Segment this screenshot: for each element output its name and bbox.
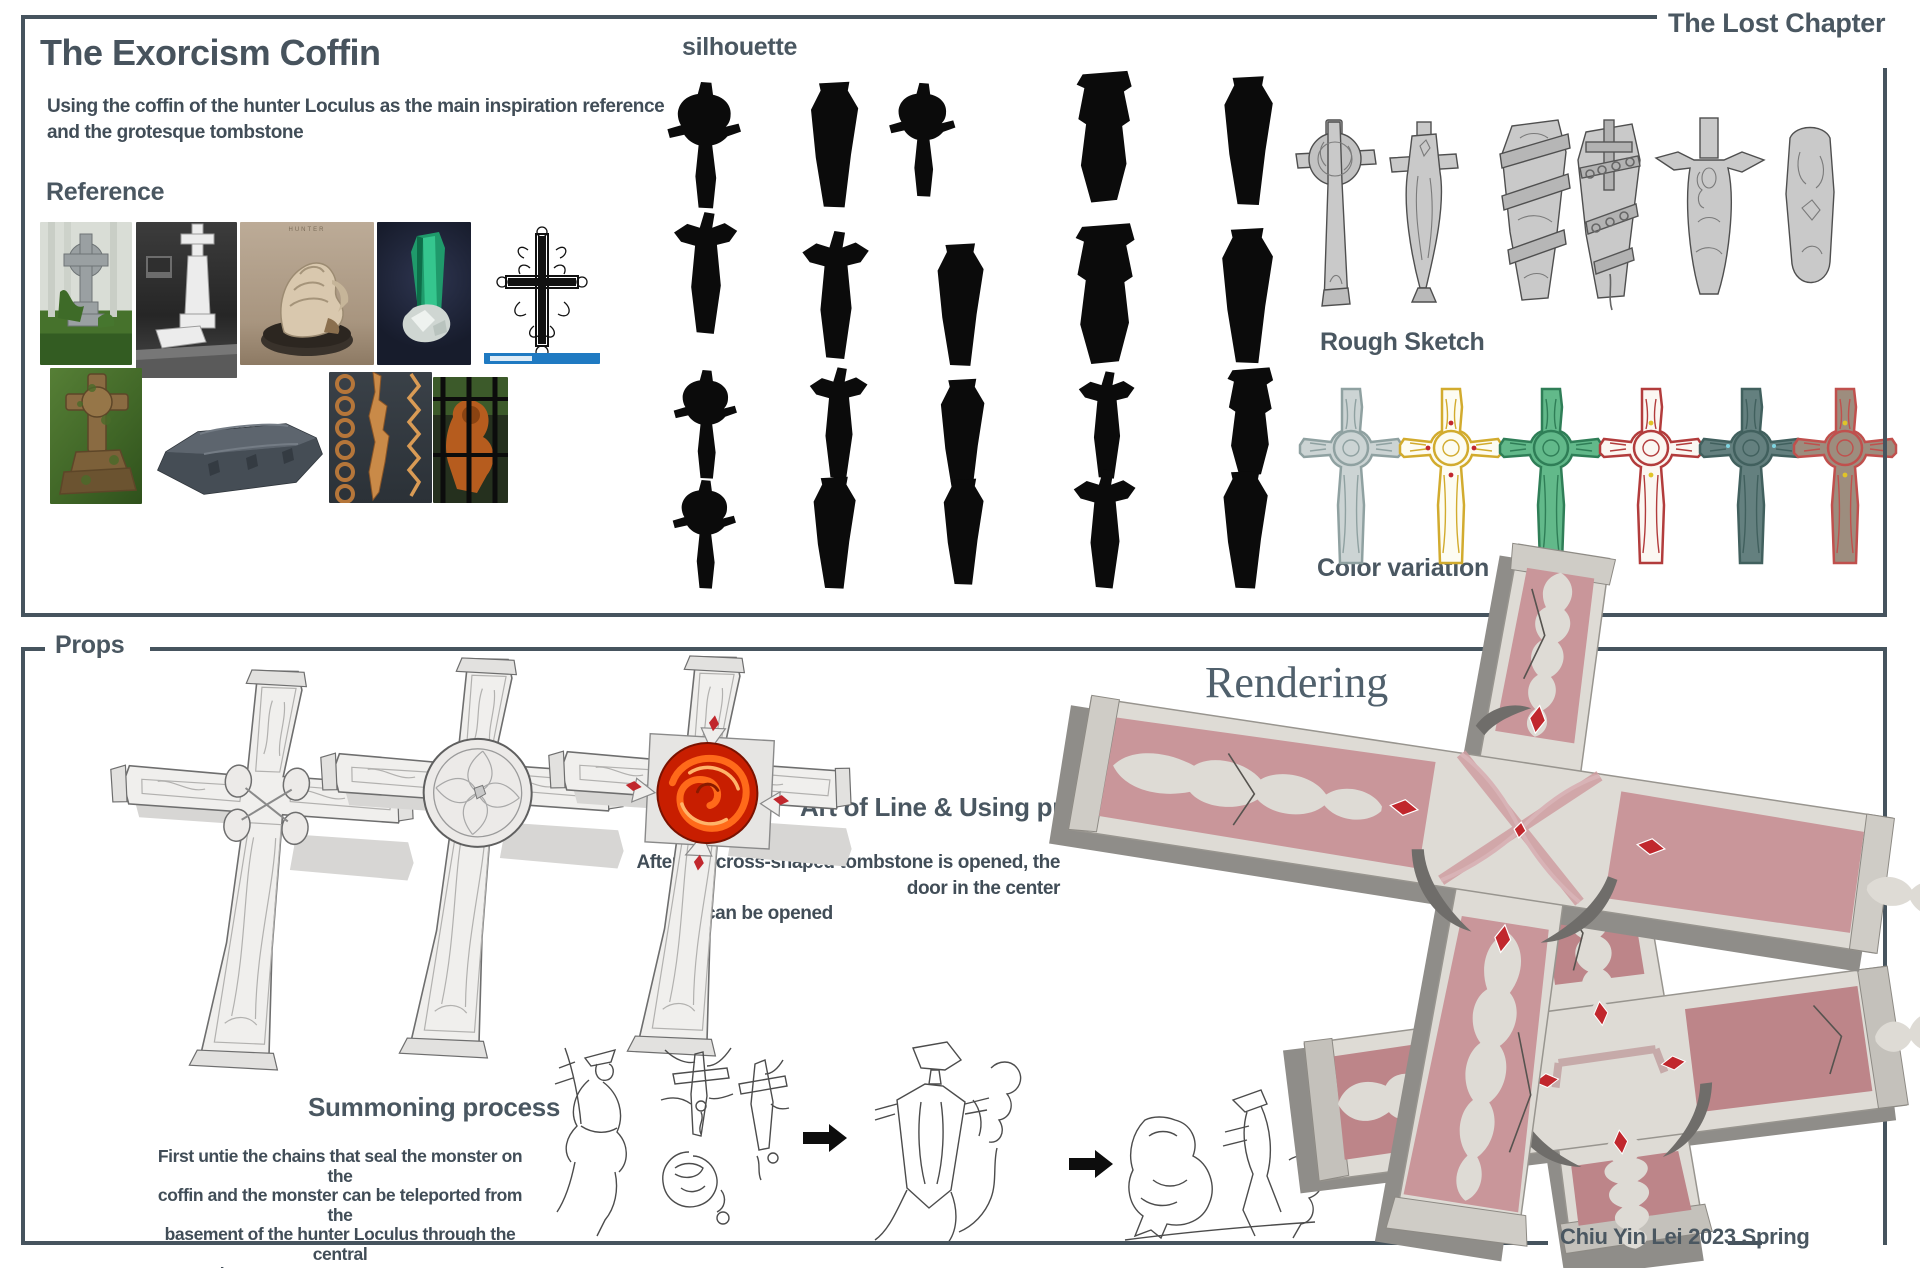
summoning-heading: Summoning process (308, 1092, 561, 1122)
variation-cross-silver (1298, 387, 1404, 565)
summoning-line-4: portal (178, 1264, 530, 1268)
props-box-border-bottom-a (21, 1241, 1548, 1245)
silhouette-label: silhouette (682, 33, 798, 61)
reference-image-celtic-cross (40, 222, 132, 365)
props-box-border-left (21, 647, 25, 1245)
top-box-border-bottom (21, 613, 1887, 617)
project-title: The Lost Chapter (1668, 8, 1886, 38)
variation-cross-slate (1698, 387, 1804, 565)
reference-image-gothic-coffin (146, 408, 328, 503)
description-line-2: and the grotesque tombstone (47, 121, 304, 143)
reference-image-mossy-cross (50, 368, 142, 504)
sketch-cross-chain-cluster (660, 1047, 790, 1225)
top-box-border-left (21, 15, 25, 617)
portal-gems (625, 715, 790, 871)
props-cross-stage-1 (75, 649, 436, 1080)
rendered-cross-back (1283, 846, 1920, 1268)
hunter-caption: HUNTER (288, 227, 326, 233)
rough-sketch-wrapped-coffin (1499, 119, 1571, 301)
reference-image-white-cross-tombstone (136, 222, 237, 378)
arrow-icon (803, 1124, 847, 1152)
reference-image-ornate-cross-drawing (484, 224, 600, 364)
summoning-line-2: coffin and the monster can be teleported… (157, 1185, 523, 1225)
arrow-icon (1069, 1150, 1113, 1178)
sketch-hunter-figure (554, 1047, 627, 1237)
silhouette-grid (667, 70, 1274, 589)
reference-image-chains (329, 372, 432, 503)
variation-cross-green (1498, 387, 1604, 565)
rough-sketch-rounded-slab (1785, 126, 1835, 284)
reference-label: Reference (46, 178, 165, 206)
page-title: The Exorcism Coffin (40, 32, 381, 73)
rough-sketch-pointed-cross (1389, 121, 1459, 303)
props-label: Props (55, 631, 125, 659)
sketch-shrouded-figure (874, 1041, 1022, 1245)
description-line-1: Using the coffin of the hunter Loculus a… (47, 96, 665, 117)
reference-image-emerald-crystal (377, 222, 471, 365)
rough-sketch-label: Rough Sketch (1320, 328, 1485, 356)
top-box-border-right (1883, 68, 1887, 617)
summoning-caption: First untie the chains that seal the mon… (150, 1146, 530, 1268)
color-variation-row (1298, 387, 1898, 565)
credit: Chiu Yin Lei 2023 Spring (1560, 1224, 1810, 1249)
watermark-bar (484, 353, 600, 364)
rough-sketch-winged-cross (1654, 117, 1766, 295)
caption-line-2: can be opened (705, 903, 833, 925)
props-box-border-top-a (21, 647, 45, 651)
sketch-monster-scene (1124, 1089, 1325, 1241)
summoning-sketches (554, 1041, 1325, 1245)
reference-image-orangutan (433, 377, 508, 503)
summoning-line-3: basement of the hunter Loculus through t… (164, 1224, 516, 1264)
props-cross-stage-3 (513, 640, 874, 1077)
variation-cross-umber (1792, 387, 1898, 565)
rough-sketch-row (1295, 117, 1835, 311)
props-box-border-right (1883, 647, 1887, 1245)
summoning-line-1: First untie the chains that seal the mon… (157, 1146, 523, 1186)
reference-image-hunter-sculpture: HUNTER (240, 222, 374, 365)
top-box-border-top (21, 15, 1657, 19)
rough-sketch-chained-coffin (1577, 119, 1641, 311)
rendering-label: Rendering (1205, 658, 1389, 707)
rough-sketch-celtic-cross (1295, 119, 1377, 307)
props-line-crosses (75, 640, 874, 1080)
props-cross-stage-2 (285, 640, 646, 1079)
variation-cross-white-red (1598, 387, 1704, 565)
variation-cross-gold (1398, 387, 1504, 565)
props-box-border-bottom-b (1728, 1241, 1762, 1245)
props-box-border-top-b (150, 647, 1887, 651)
page-description: Using the coffin of the hunter Loculus a… (47, 94, 665, 145)
